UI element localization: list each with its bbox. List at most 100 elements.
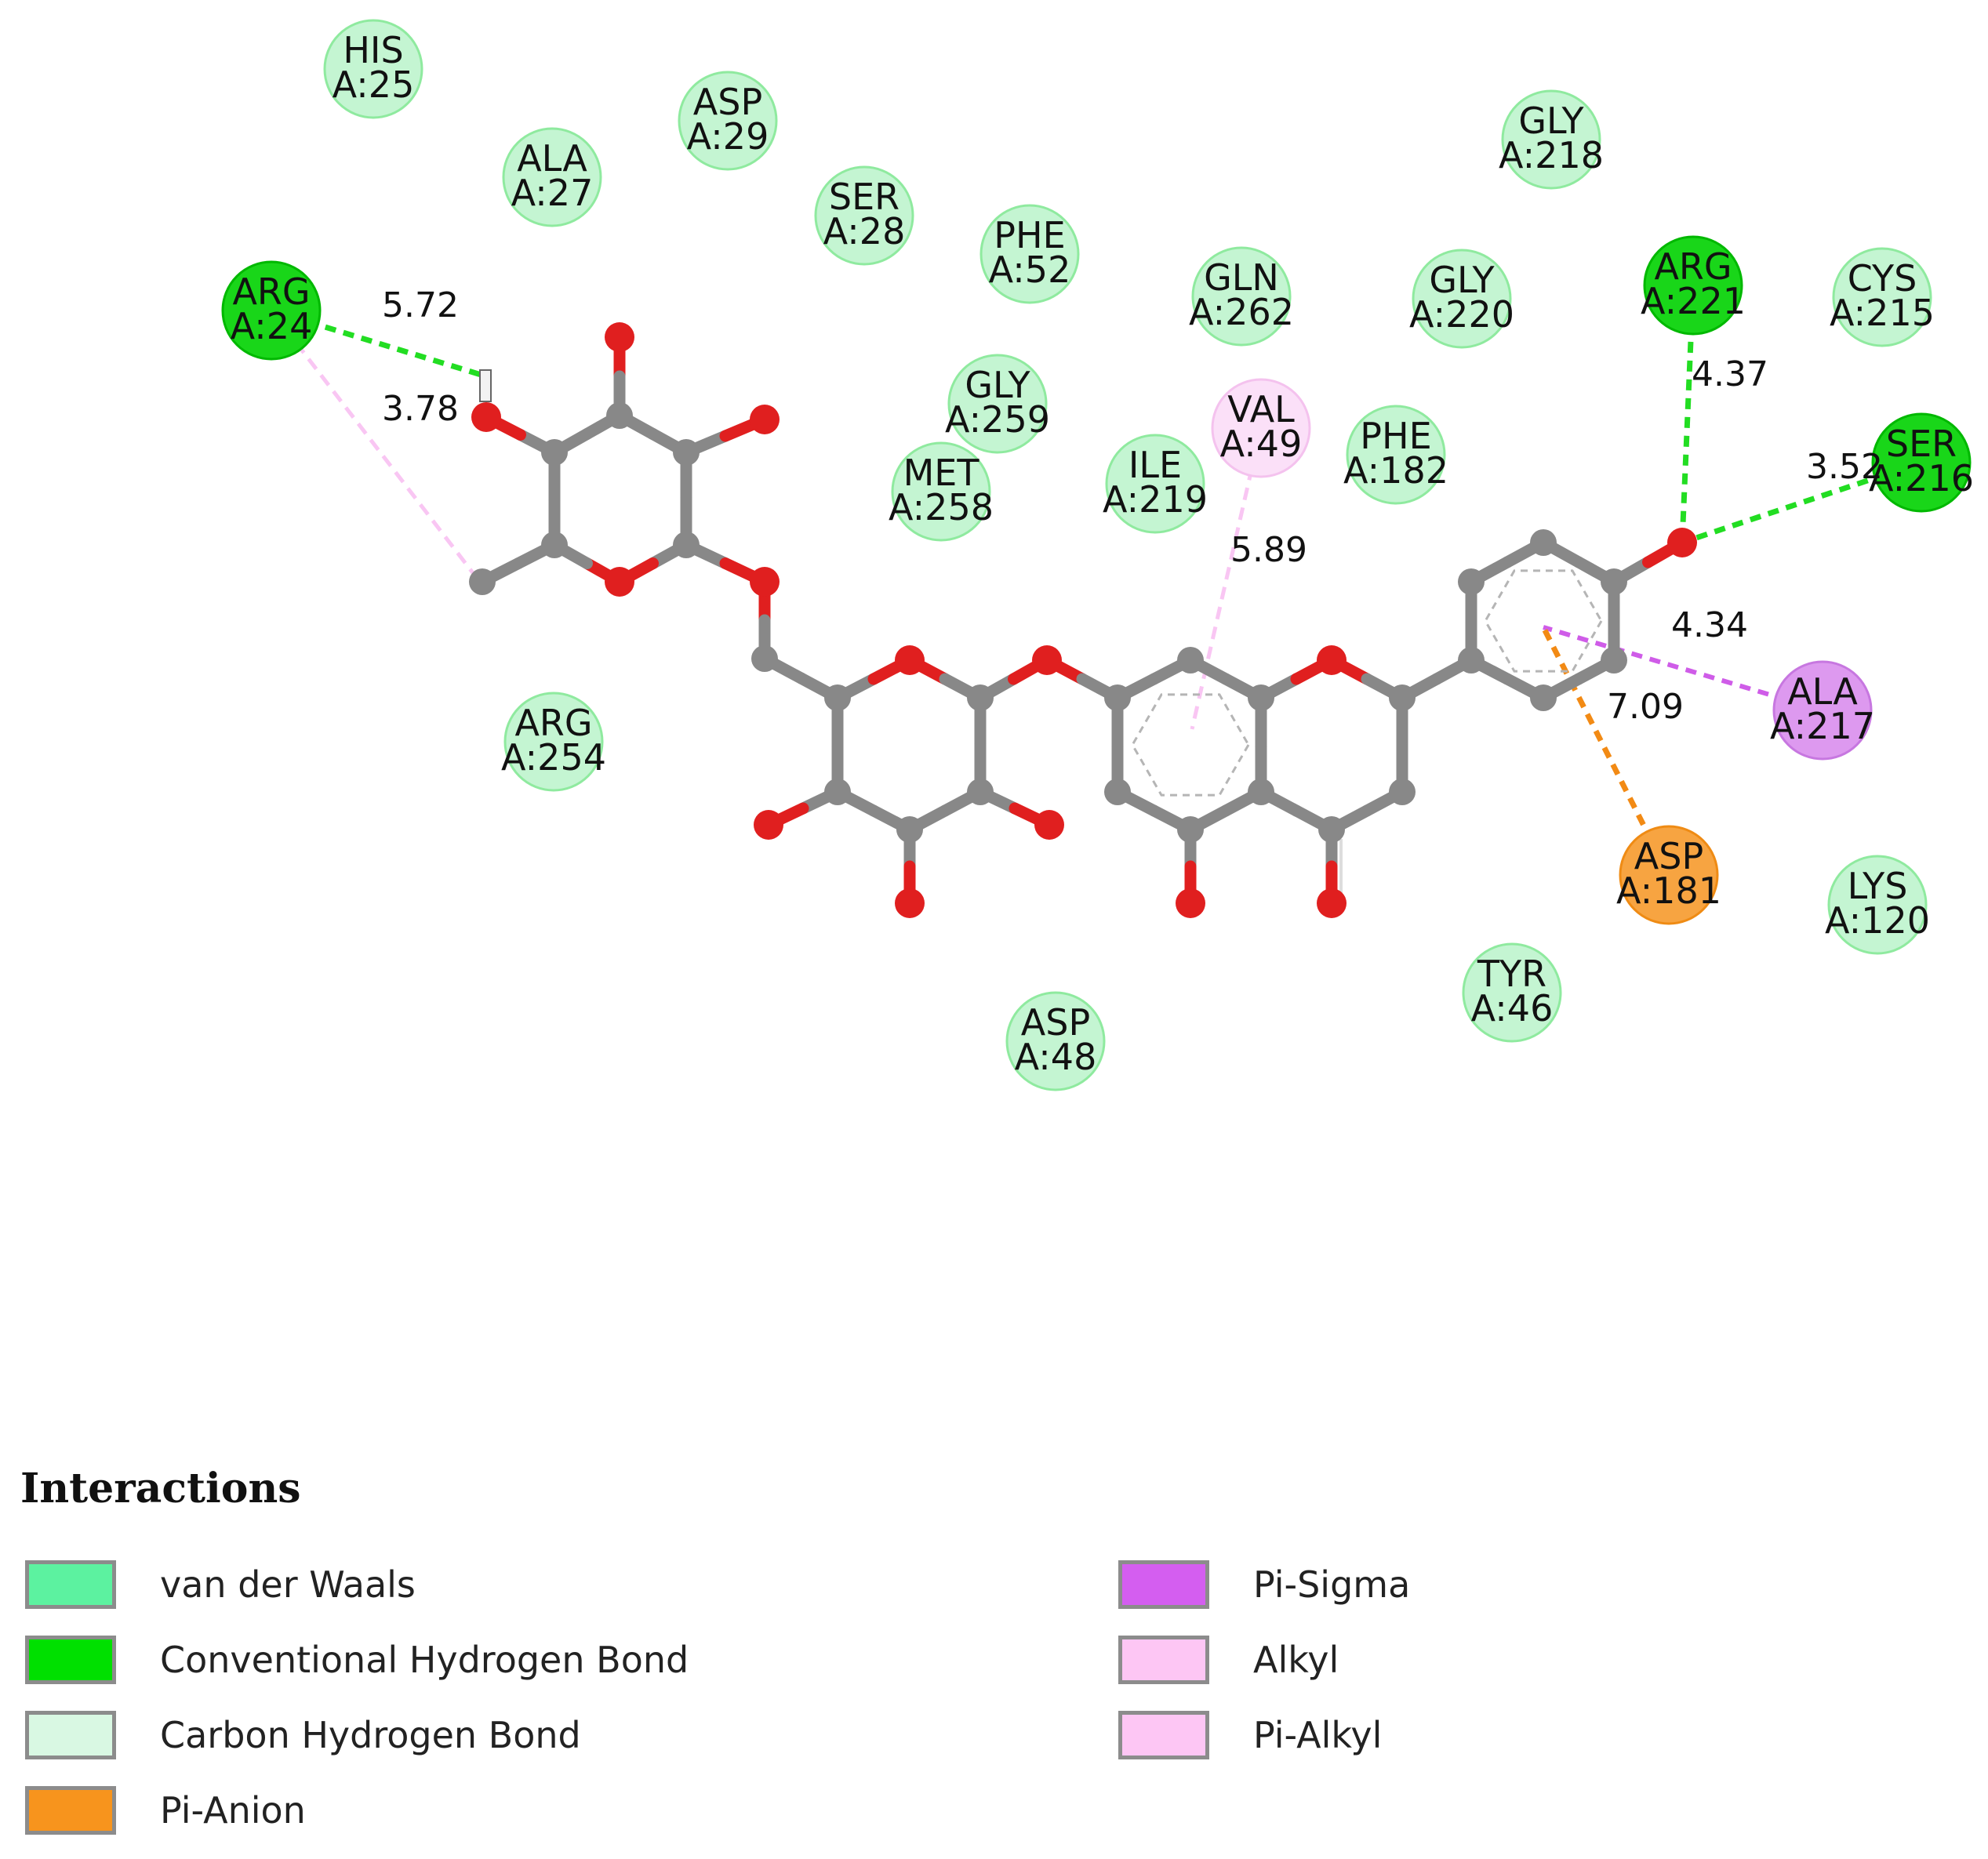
distance-labels: 5.723.785.894.373.524.347.09: [382, 285, 1883, 727]
residue-chain: A:29: [687, 115, 769, 158]
legend-label: Alkyl: [1253, 1639, 1339, 1681]
residue-chain: A:258: [889, 486, 994, 528]
residue-name: SER: [1886, 423, 1957, 465]
residue-name: ALA: [1787, 670, 1858, 713]
carbon-atom: [1104, 779, 1131, 805]
legend-label: Pi-Anion: [160, 1789, 306, 1832]
carbon-atom: [967, 684, 994, 711]
interaction-line-val49-pialkyl: [1190, 427, 1263, 730]
residue-name: GLY: [1429, 259, 1495, 301]
residue-name: ARG: [232, 270, 310, 313]
residue-name: ASP: [693, 81, 762, 123]
residue-chain: A:182: [1343, 449, 1448, 492]
residue-name: ALA: [517, 137, 587, 180]
residue-chain: A:220: [1409, 293, 1514, 336]
carbon-atom: [824, 684, 851, 711]
legend-swatch: [25, 1711, 116, 1759]
residue-name: LYS: [1848, 865, 1908, 907]
carbon-atom: [896, 816, 923, 843]
aromatic-ring: [1131, 693, 1250, 797]
residue-name: PHE: [1360, 415, 1431, 457]
residue-name: MET: [903, 452, 980, 494]
carbon-atom: [1177, 816, 1204, 843]
residue-chain: A:259: [945, 398, 1050, 441]
interaction-lines: [270, 285, 1923, 877]
legend-item: Alkyl: [1118, 1636, 1339, 1684]
carbon-atom: [1530, 529, 1557, 556]
residue-chain: A:49: [1220, 423, 1303, 465]
distance-label-ala217-pisigma: 4.34: [1671, 605, 1748, 645]
distance-label-arg221-hbond: 4.37: [1692, 354, 1768, 394]
legend-label: van der Waals: [160, 1563, 416, 1606]
oxygen-atom: [605, 567, 634, 597]
residue-name: VAL: [1227, 388, 1295, 430]
carbon-atom: [1389, 684, 1416, 711]
carbon-atom: [1248, 779, 1274, 805]
carbon-atom: [1248, 684, 1274, 711]
residue-name: ASP: [1021, 1001, 1090, 1044]
residue-chain: A:120: [1825, 899, 1930, 942]
residue-chain: A:24: [231, 305, 313, 347]
carbon-atom: [1601, 568, 1627, 595]
oxygen-atom: [895, 645, 925, 675]
residue-name: ARG: [1654, 245, 1732, 288]
residue-name: ASP: [1634, 835, 1703, 877]
oxygen-atom: [605, 322, 634, 352]
residue-name: SER: [829, 176, 900, 218]
oxygen-atom: [1034, 810, 1064, 840]
legend-item: Carbon Hydrogen Bond: [25, 1711, 581, 1759]
residue-chain: A:262: [1189, 291, 1294, 333]
legend-swatch: [1118, 1711, 1209, 1759]
legend-label: Pi-Alkyl: [1253, 1714, 1383, 1756]
carbon-atom: [1389, 779, 1416, 805]
distance-label-arg24-hbond: 5.72: [382, 285, 459, 325]
residue-name: GLY: [965, 364, 1030, 406]
distance-label-asp181-pianion: 7.09: [1607, 687, 1684, 727]
residue-name: GLN: [1204, 256, 1279, 299]
aromatic-ring: [1484, 569, 1603, 673]
carbon-atom: [541, 532, 568, 558]
residue-chain: A:25: [333, 64, 415, 106]
carbon-atom: [673, 532, 700, 558]
legend-item: Conventional Hydrogen Bond: [25, 1636, 689, 1684]
residue-chain: A:217: [1770, 705, 1875, 747]
legend-label: Carbon Hydrogen Bond: [160, 1714, 581, 1756]
oxygen-atom: [471, 402, 501, 432]
residue-chain: A:219: [1103, 478, 1208, 521]
residue-chain: A:48: [1015, 1036, 1097, 1078]
legend-swatch: [1118, 1560, 1209, 1609]
residue-chain: A:215: [1830, 292, 1935, 334]
residue-name: ARG: [514, 702, 592, 744]
ligand-molecule: [469, 322, 1697, 918]
distance-label-arg24-alkyl: 3.78: [382, 389, 459, 429]
carbon-atom: [1177, 647, 1204, 674]
carbon-atom: [541, 439, 568, 466]
carbon-atom: [824, 779, 851, 805]
residue-name: GLY: [1518, 100, 1584, 142]
hydrogen-atom: [479, 369, 492, 402]
carbon-atom: [1458, 647, 1485, 674]
legend-title: Interactions: [20, 1465, 301, 1512]
residue-chain: A:216: [1869, 457, 1974, 499]
oxygen-atom: [750, 567, 780, 597]
oxygen-atom: [895, 888, 925, 918]
